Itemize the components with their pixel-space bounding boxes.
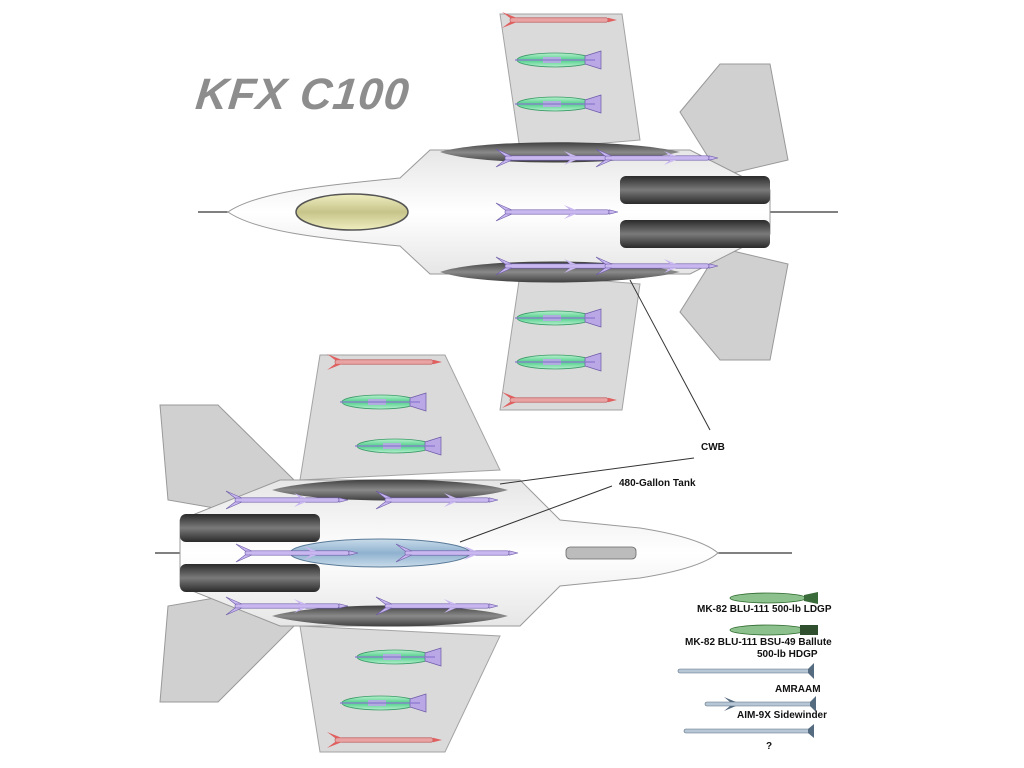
legend-label-sidewinder: AIM-9X Sidewinder [737,710,828,721]
bomb-hdgp-icon [729,624,818,636]
legend-label-hdgp: MK-82 BLU-111 BSU-49 Ballute [685,637,832,648]
amraam-missile-icon [677,663,814,679]
bomb-ldgp-icon [729,592,818,604]
legend-label-hdgp-line2: 500-lb HDGP [757,649,818,660]
legend-label-ldgp: MK-82 BLU-111 500-lb LDGP [697,604,832,615]
sidewinder-missile-icon [704,696,816,712]
legend-label-amraam: AMRAAM [775,684,821,695]
legend-icons [677,592,818,738]
aircraft-bottom-view [155,353,792,753]
cwb-label: CWB [701,442,725,453]
legend-label-unknown: ? [766,741,773,752]
aircraft-top-view [198,11,838,411]
callout-lines [459,279,711,543]
unknown-missile-icon [683,724,814,738]
tank-label: 480-Gallon Tank [619,478,696,489]
